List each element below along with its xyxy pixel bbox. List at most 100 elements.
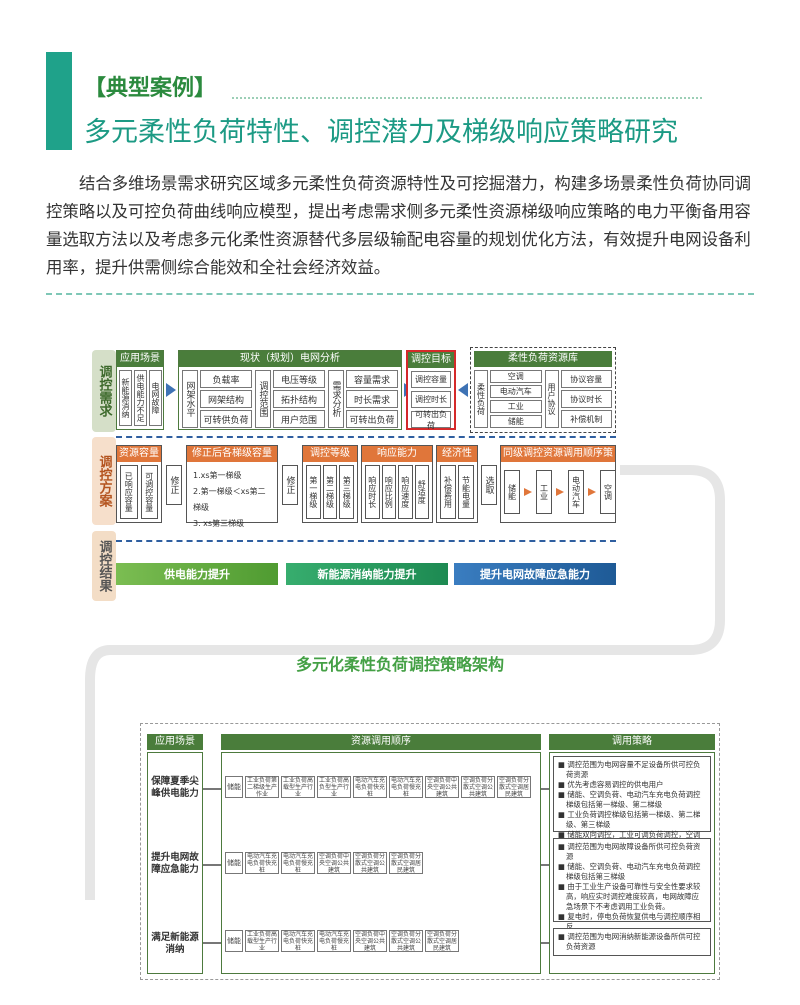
dispatch-cell: 空调负荷分散式空调居民建筑 [497, 776, 531, 798]
section-divider [46, 293, 754, 295]
grid-item: 时长需求 [346, 390, 398, 408]
order-item: 储能 [504, 470, 520, 514]
level-item: 1.xs第一梯级 [193, 471, 242, 480]
capacity-box: 资源容量 已响应容量 可调控容量 [116, 445, 162, 523]
pool-item: 工业 [490, 400, 542, 413]
level-item: 2.第一梯级＜xs第二梯级 [193, 487, 266, 512]
row-label-demand: 调控需求 [92, 350, 116, 432]
target-item: 调控时长 [411, 391, 451, 408]
grade-box: 调控等级 第一梯级 第二梯级 第三梯级 [302, 445, 358, 523]
economy-head: 经济性 [437, 446, 477, 462]
arrow-right-icon [524, 488, 532, 496]
case-tag: 【典型案例】 [84, 76, 217, 101]
scene-item: 新能源消纳 [119, 370, 132, 426]
strategy-box: ■ 调控范围为电网故障设备所供可控负荷资源 ■ 储能、空调负荷、电动汽车充电负荷… [553, 838, 711, 931]
diagram-architecture: 调控需求 调控方案 调控结果 应用场景 新能源消纳 供电能力不足 电网故障 现状… [90, 345, 630, 605]
level-item: 3. xs第三梯级 [193, 519, 245, 528]
accent-bar [46, 52, 72, 150]
dispatch-cell: 储能 [225, 776, 243, 798]
pool-item: 协议容量 [560, 370, 612, 388]
strategy-bullet: ■ 储能、空调负荷、电动汽车充电负荷调控梯级包括第一梯级、第二梯级 [558, 790, 701, 809]
grade-item: 第三梯级 [339, 465, 355, 519]
order-row: 储能 工业负荷第二梯级生产作业 工业负荷高载型生产行业 工业负荷高负型生产行业 … [225, 776, 531, 798]
row-label-plan: 调控方案 [92, 437, 116, 525]
scene-renewable: 满足新能源消纳 [151, 932, 199, 955]
order-box: 同级调控资源调用顺序策略 储能 工业 电动汽车 空调 [500, 445, 616, 523]
pool-item: 补偿机制 [560, 410, 612, 428]
response-head: 响应能力 [362, 446, 432, 462]
pool-group-label: 柔性负荷 [474, 370, 488, 428]
col-head-scene: 应用场景 [147, 734, 203, 750]
pool-item: 空调 [490, 370, 542, 383]
arrow-right-icon [166, 383, 176, 397]
economy-item: 节能电量 [458, 465, 474, 519]
pool-item: 协议时长 [560, 390, 612, 408]
order-head: 同级调控资源调用顺序策略 [501, 446, 615, 475]
dispatch-cell: 空调负荷中央空调公共建筑 [353, 930, 387, 952]
dispatch-cell: 电动汽车充电负荷慢充桩 [389, 776, 423, 798]
result-emergency: 提升电网故障应急能力 [454, 563, 616, 585]
diagram-dispatch: 应用场景 资源调用顺序 调用策略 保障夏季尖峰供电能力 储能 工业负荷第二梯级生… [140, 723, 720, 980]
strategy-bullet: ■ 调控范围为电网容量不足设备所供可控负荷资源 [558, 760, 701, 779]
dispatch-cell: 空调负荷分散式空调居民建筑 [425, 930, 459, 952]
response-item: 响应速度 [398, 465, 413, 519]
response-item: 响应比例 [381, 465, 396, 519]
row-arrow [203, 788, 221, 790]
app-scene-box: 应用场景 新能源消纳 供电能力不足 电网故障 [116, 350, 164, 430]
row-arrow [541, 864, 549, 866]
row-arrow [203, 942, 221, 944]
pool-item: 电动汽车 [490, 385, 542, 398]
strategy-bullet: ■ 由于工业生产设备可靠性与安全性要求较高，响应实时调控难度较高，电网故障应急场… [558, 882, 701, 911]
response-item: 响应时长 [365, 465, 380, 519]
page-title: 多元柔性负荷特性、调控潜力及梯级响应策略研究 [84, 117, 678, 148]
grade-item: 第一梯级 [306, 465, 321, 519]
dispatch-cell: 电动汽车充电负荷快充桩 [245, 852, 279, 874]
grid-group: 需求分析 容量需求 时长需求 可转出负荷 [328, 370, 398, 428]
dispatch-cell: 电动汽车充电负荷快充桩 [353, 776, 387, 798]
intro-paragraph: 结合多维场景需求研究区域多元柔性负荷资源特性及可挖掘潜力，构建多场景柔性负荷协同… [46, 174, 752, 277]
dispatch-cell: 空调负荷分散式空调居民建筑 [389, 852, 423, 874]
diagram-caption: 多元化柔性负荷调控策略架构 [295, 655, 504, 674]
grid-item: 网架结构 [200, 390, 252, 408]
separator-line [116, 540, 616, 542]
strategy-box: ■ 调控范围为电网容量不足设备所供可控负荷资源 ■ 优先考虑容易调控的供电用户 … [553, 756, 711, 849]
dispatch-cell: 电动汽车充电负荷快充桩 [281, 930, 315, 952]
app-scene-head: 应用场景 [117, 351, 163, 367]
pool-item: 储能 [490, 415, 542, 428]
result-supply: 供电能力提升 [116, 563, 278, 585]
dispatch-cell: 工业负荷高载型生产行业 [281, 776, 315, 798]
strategy-bullet: ■ 调控范围为电网消纳新能源设备所供可控负荷资源 [558, 932, 701, 951]
grid-item: 容量需求 [346, 370, 398, 388]
grid-item: 可转供负荷 [200, 410, 252, 428]
row-arrow [541, 942, 549, 944]
dispatch-cell: 电动汽车充电负荷慢充桩 [281, 852, 315, 874]
row-arrow [541, 788, 549, 790]
dispatch-cell: 储能 [225, 852, 243, 874]
dispatch-cell: 空调负荷中央空调公共建筑 [425, 776, 459, 798]
result-renewable: 新能源消纳能力提升 [286, 563, 448, 585]
scene-item: 电网故障 [149, 370, 162, 426]
correct-step-2: 修正 [282, 465, 298, 505]
order-row: 储能 工业负荷高载型生产行业 电动汽车充电负荷快充桩 电动汽车充电负荷慢充桩 空… [225, 930, 459, 952]
grid-item: 可转出负荷 [346, 410, 398, 428]
order-item: 电动汽车 [568, 470, 584, 514]
target-item: 调控容量 [411, 371, 451, 388]
grid-item: 拓扑结构 [273, 390, 325, 408]
scene-fault-emergency: 提升电网故障应急能力 [151, 852, 199, 875]
grade-head: 调控等级 [303, 446, 357, 462]
strategy-bullet: ■ 工业负荷调控梯级包括第一梯级、第二梯级、第三梯级 [558, 810, 701, 829]
dispatch-cell: 工业负荷高载型生产行业 [245, 930, 279, 952]
strategy-bullet: ■ 储能、空调负荷、电动汽车充电负荷调控梯级包括第三梯级 [558, 862, 701, 881]
dispatch-cell: 工业负荷第二梯级生产作业 [245, 776, 279, 798]
grid-group: 网架水平 负载率 网架结构 可转供负荷 [182, 370, 252, 428]
order-row: 储能 电动汽车充电负荷快充桩 电动汽车充电负荷慢充桩 空调负荷中央空调公共建筑 … [225, 852, 423, 874]
arrow-right-icon [588, 488, 596, 496]
levels-head: 修正后各梯级容量 [187, 446, 277, 462]
separator-line [116, 436, 616, 438]
grid-group-label: 网架水平 [182, 370, 198, 428]
capacity-item: 已响应容量 [120, 465, 138, 519]
scene-panel [147, 752, 203, 974]
grid-analysis-head: 现状（规划）电网分析 [179, 351, 401, 367]
row-label-result: 调控结果 [92, 531, 116, 601]
response-item: 舒适度 [414, 465, 429, 519]
